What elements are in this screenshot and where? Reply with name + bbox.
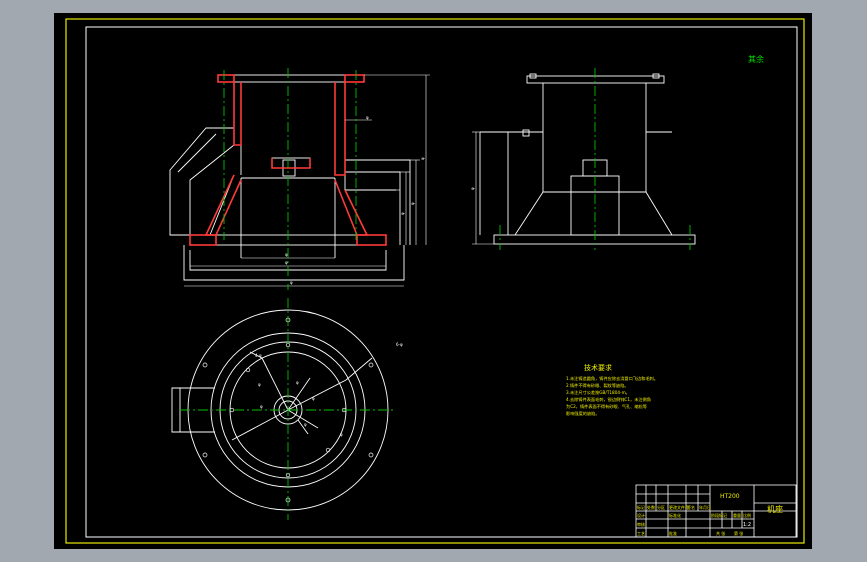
side-top-flange bbox=[526, 75, 665, 84]
dim-text: φ bbox=[290, 280, 293, 285]
dim-text: φ bbox=[470, 187, 475, 190]
tb-cell: 阶段标记 bbox=[711, 512, 727, 518]
tech-req-line: 为C2，铸件表面不得有砂眼、气孔、缩松等 bbox=[566, 403, 647, 410]
tb-cell: 分区 bbox=[657, 504, 665, 510]
tech-req-line: 3.未注尺寸公差按GB/T1804-m。 bbox=[566, 389, 630, 396]
tech-req-title: 技术要求 bbox=[584, 363, 612, 372]
front-dim-texts: φ φ φ φ φ φ φ bbox=[285, 115, 425, 285]
dim-text: φ bbox=[285, 260, 288, 265]
dim-text: φ bbox=[410, 202, 415, 205]
part-name: 机座 bbox=[767, 504, 783, 514]
dim-text: φ bbox=[285, 252, 288, 257]
tech-req-line: 4.去除铸件表面毛刺，锐边倒钝C1，未注倒角 bbox=[566, 396, 651, 403]
side-base bbox=[493, 234, 696, 245]
tb-cell: 更改文件号 bbox=[669, 504, 689, 510]
dim-text: φ bbox=[296, 380, 299, 385]
dim-text: φ bbox=[260, 404, 263, 409]
front-centerlines bbox=[223, 68, 357, 290]
dim-text: φ bbox=[312, 396, 315, 401]
dim-text: 6-φ bbox=[396, 342, 403, 347]
tech-req-line: 2.铸件不得有砂眼、裂纹等缺陷。 bbox=[566, 382, 629, 389]
plan-centerlines bbox=[180, 298, 396, 520]
tb-cell: 比例 bbox=[743, 512, 751, 518]
scale-value: 1:2 bbox=[743, 522, 751, 528]
tb-cell: 签名 bbox=[687, 504, 695, 510]
tb-cell: 年月日 bbox=[699, 504, 711, 510]
tb-cell: 工艺 bbox=[637, 531, 645, 536]
side-dimensions bbox=[472, 131, 494, 245]
dim-text: 4-φ bbox=[255, 353, 262, 358]
title-block-texts: 标记 处数 分区 更改文件号 签名 年月日 设计 标准化 阶段标记 重量 比例 … bbox=[637, 504, 751, 536]
dim-text: φ bbox=[420, 157, 425, 160]
inner-border bbox=[85, 26, 798, 538]
title-block bbox=[635, 484, 797, 538]
tb-cell: 重量 bbox=[733, 512, 741, 518]
outer-frame bbox=[65, 18, 805, 544]
tech-req-line: 1.未注铸造圆角，铸件应除去浇冒口飞边和毛刺。 bbox=[566, 375, 658, 382]
dim-text: φ bbox=[340, 432, 343, 437]
front-section-cut bbox=[189, 74, 387, 246]
drawing-sheet bbox=[54, 13, 812, 549]
tb-cell: 设计 bbox=[637, 512, 645, 518]
tb-cell: 标准化 bbox=[669, 512, 681, 518]
technical-requirements: 技术要求 1.未注铸造圆角，铸件应除去浇冒口飞边和毛刺。 2.铸件不得有砂眼、裂… bbox=[566, 363, 658, 417]
tb-cell: 标记 bbox=[637, 504, 645, 510]
tb-cell: 审核 bbox=[637, 521, 645, 527]
tb-cell: 处数 bbox=[647, 504, 655, 510]
dim-text: φ bbox=[304, 422, 307, 427]
tb-cell: 共 张 bbox=[716, 530, 725, 536]
dim-text: φ bbox=[366, 115, 369, 120]
tb-cell: 第 张 bbox=[734, 530, 743, 536]
dim-text: φ bbox=[400, 212, 405, 215]
corner-mark: 其余 bbox=[748, 54, 764, 64]
side-centerlines bbox=[499, 68, 691, 250]
tech-req-line: 影响强度的缺陷。 bbox=[566, 410, 600, 417]
dim-text: φ bbox=[258, 382, 261, 387]
material-label: HT200 bbox=[720, 493, 740, 500]
tb-cell: 批准 bbox=[669, 530, 677, 536]
plan-dim-texts: 4-φ φ φ φ φ 6-φ φ φ bbox=[255, 342, 403, 437]
